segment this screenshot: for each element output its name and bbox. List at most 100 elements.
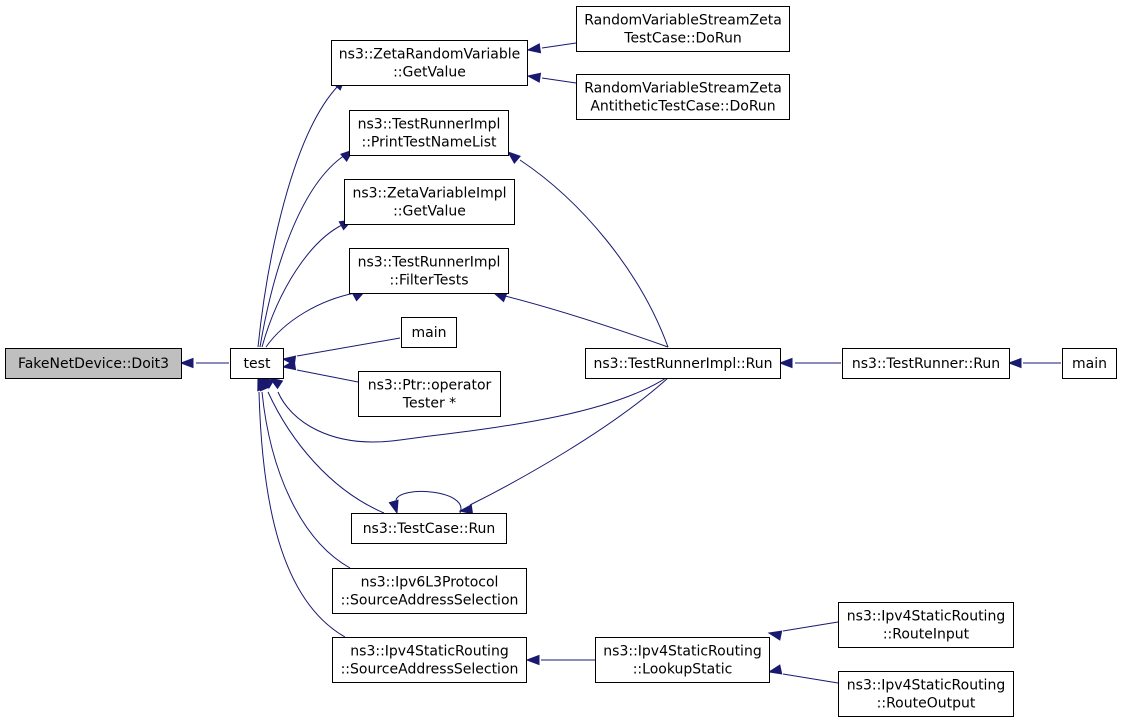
- node-testrunnerimpl-run[interactable]: ns3::TestRunnerImpl::Run: [585, 348, 781, 379]
- node-label-line: ns3::TestRunnerImpl: [358, 255, 501, 271]
- node-box: [230, 348, 284, 379]
- node-label-line: ns3::TestCase::Run: [363, 521, 496, 537]
- node-box: [332, 637, 527, 683]
- arrowhead: [506, 151, 521, 165]
- node-label-line: RandomVariableStreamZeta: [584, 81, 782, 97]
- node-box: [358, 371, 501, 417]
- node-test[interactable]: test: [230, 348, 284, 379]
- edge-printtestnamelist-to-test: [259, 149, 355, 348]
- edge-filtertests-to-test: [265, 290, 367, 348]
- edge-line: [296, 369, 359, 383]
- node-label-line: RandomVariableStreamZeta: [584, 13, 782, 29]
- edge-ptr_operator_tester-to-test: [281, 359, 359, 383]
- node-testcase-run[interactable]: ns3::TestCase::Run: [351, 513, 507, 544]
- node-printtestnamelist[interactable]: ns3::TestRunnerImpl::PrintTestNameList: [349, 110, 509, 156]
- node-main-a[interactable]: main: [401, 317, 457, 348]
- node-label-line: ::RouteOutput: [877, 696, 976, 712]
- node-testrunner-run[interactable]: ns3::TestRunner::Run: [842, 348, 1010, 379]
- arrowhead: [458, 504, 474, 515]
- edge-line: [782, 621, 839, 632]
- node-box: [331, 40, 528, 86]
- arrowhead: [179, 357, 194, 369]
- edge-rvs_zeta_antithetic-to-zeta_rv_getvalue: [526, 72, 577, 84]
- node-label-line: ::LookupStatic: [633, 662, 733, 678]
- node-box: [585, 348, 781, 379]
- node-zetavarimpl-getvalue[interactable]: ns3::ZetaVariableImpl::GetValue: [344, 179, 515, 225]
- nodes-layer: FakeNetDevice::Doit3 test ns3::ZetaRandomV…: [5, 6, 1117, 717]
- node-box: [349, 248, 509, 294]
- node-box: [351, 513, 507, 544]
- node-label-line: ::RouteInput: [883, 627, 970, 643]
- edge-line: [257, 85, 339, 348]
- node-box: [332, 568, 527, 614]
- edge-line: [519, 159, 669, 348]
- node-label-line: main: [1072, 356, 1107, 372]
- node-box: [838, 671, 1014, 717]
- node-label-line: main: [412, 325, 447, 341]
- edge-test-to-doit3: [179, 357, 229, 369]
- node-ipv6l3-sas[interactable]: ns3::Ipv6L3Protocol::SourceAddressSelect…: [332, 568, 527, 614]
- arrowhead: [526, 43, 542, 54]
- arrowhead: [526, 72, 542, 83]
- arrowhead: [492, 292, 508, 303]
- node-label-line: Tester *: [402, 396, 456, 412]
- node-box: [842, 348, 1010, 379]
- node-box: [576, 6, 790, 52]
- node-filtertests[interactable]: ns3::TestRunnerImpl::FilterTests: [349, 248, 509, 294]
- node-label-line: ns3::Ipv4StaticRouting: [350, 644, 508, 660]
- node-box: [344, 179, 515, 225]
- node-ipv4sr-sas[interactable]: ns3::Ipv4StaticRouting::SourceAddressSel…: [332, 637, 527, 683]
- edge-ipv4sr_sas-to-test: [257, 376, 346, 638]
- node-label-line: ns3::TestRunner::Run: [852, 356, 1000, 372]
- node-label-line: ns3::ZetaRandomVariable: [339, 47, 520, 63]
- node-label-line: ns3::Ipv6L3Protocol: [361, 575, 499, 591]
- node-ipv4sr-routeoutput[interactable]: ns3::Ipv4StaticRouting::RouteOutput: [838, 671, 1014, 717]
- node-label-line: ns3::Ipv4StaticRouting: [603, 644, 761, 660]
- edge-line: [395, 490, 462, 514]
- edge-line: [541, 42, 577, 49]
- edge-line: [265, 292, 356, 348]
- edge-zeta_rv_getvalue-to-test: [257, 76, 346, 348]
- node-label-line: ns3::ZetaVariableImpl: [352, 186, 506, 202]
- edge-ipv4sr_lookupstatic-to-ipv4sr_sas: [525, 654, 595, 666]
- node-label-line: ::FilterTests: [390, 273, 469, 289]
- node-label-line: test: [244, 356, 271, 372]
- edge-ipv4sr_routeoutput-to-ipv4sr_lookupstatic: [767, 664, 839, 684]
- node-box: [838, 602, 1014, 648]
- node-box: [595, 637, 770, 683]
- edge-testrunnerimpl_run-to-filtertests: [492, 292, 669, 348]
- node-rvs-zeta-antithetic[interactable]: RandomVariableStreamZetaAntitheticTestCa…: [576, 74, 790, 120]
- edge-line: [277, 377, 667, 443]
- edge-line: [258, 391, 346, 638]
- node-box: [349, 110, 509, 156]
- edge-testcase_run-to-testcase_run: [388, 490, 462, 515]
- arrowhead: [1007, 357, 1022, 369]
- node-main-b[interactable]: main: [1062, 348, 1117, 379]
- node-box: [5, 348, 182, 379]
- node-label-line: FakeNetDevice::Doit3: [18, 356, 169, 372]
- edge-ipv4sr_routeinput-to-ipv4sr_lookupstatic: [767, 621, 839, 641]
- node-label-line: ns3::Ptr::operator: [368, 378, 492, 394]
- node-doit3[interactable]: FakeNetDevice::Doit3: [5, 348, 182, 379]
- arrowhead: [281, 359, 297, 371]
- node-label-line: ::SourceAddressSelection: [341, 593, 519, 609]
- node-zeta-rv-getvalue[interactable]: ns3::ZetaRandomVariable::GetValue: [331, 40, 528, 86]
- arrowhead: [525, 654, 540, 666]
- edge-rvs_zeta_testcase-to-zeta_rv_getvalue: [526, 42, 577, 54]
- arrowhead: [767, 630, 783, 641]
- edge-line: [261, 223, 345, 348]
- edge-line: [259, 154, 346, 348]
- edge-line: [296, 337, 401, 357]
- node-box: [1062, 348, 1117, 379]
- node-label-line: ns3::Ipv4StaticRouting: [847, 678, 1005, 694]
- node-label-line: AntitheticTestCase::DoRun: [590, 99, 775, 115]
- node-ipv4sr-routeinput[interactable]: ns3::Ipv4StaticRouting::RouteInput: [838, 602, 1014, 648]
- node-ipv4sr-lookupstatic[interactable]: ns3::Ipv4StaticRouting::LookupStatic: [595, 637, 770, 683]
- node-label-line: ::GetValue: [393, 204, 466, 220]
- node-box: [401, 317, 457, 348]
- node-label-line: ns3::Ipv4StaticRouting: [847, 609, 1005, 625]
- edge-testrunner_run-to-testrunnerimpl_run: [778, 357, 841, 369]
- node-box: [576, 74, 790, 120]
